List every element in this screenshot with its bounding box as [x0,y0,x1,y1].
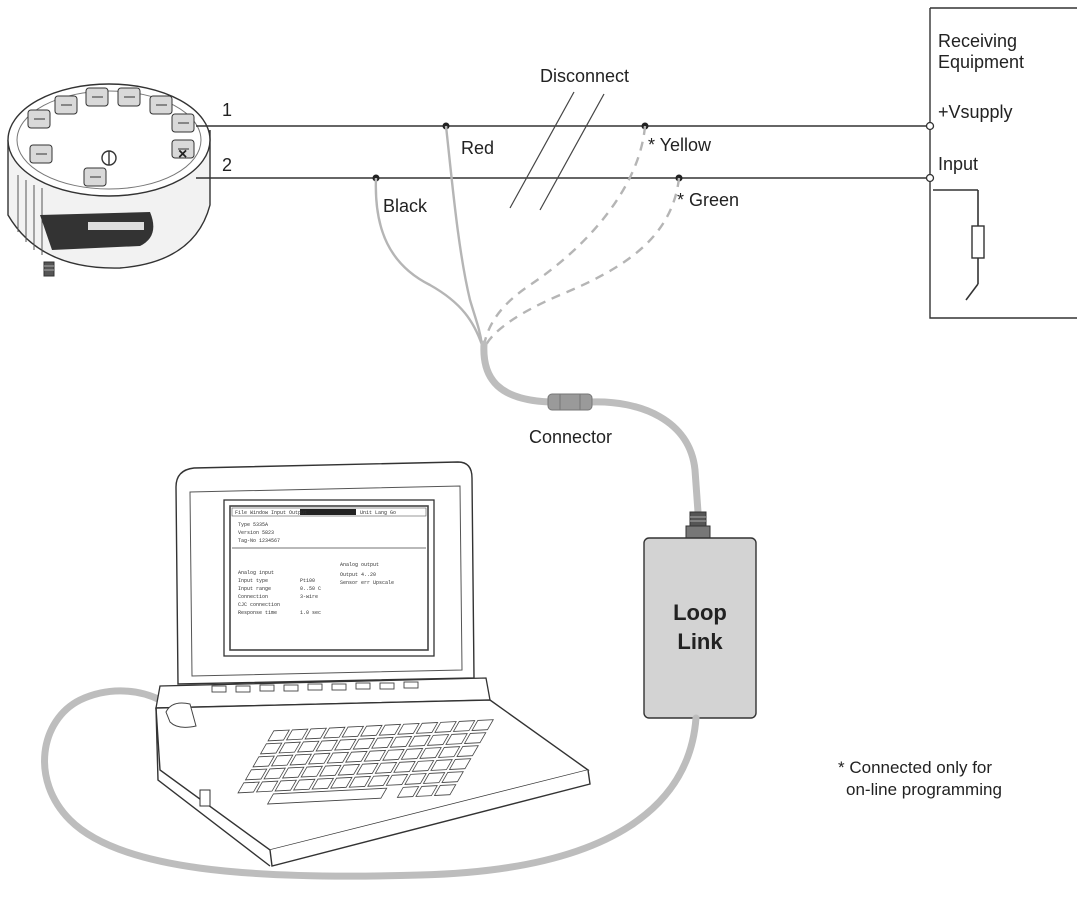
receiving-equipment-label-line2: Equipment [938,52,1024,72]
svg-text:Unit Lang Go: Unit Lang Go [360,510,396,516]
svg-text:Analog output: Analog output [340,562,379,568]
svg-text:Response time: Response time [238,610,277,616]
svg-text:Input type: Input type [238,578,268,584]
connector-icon [547,393,593,411]
junction-dots [372,122,683,182]
vsupply-label: +Vsupply [938,102,1013,122]
red-lead [444,125,484,346]
transmitter-head-icon: × [7,83,211,277]
black-lead [374,177,484,346]
svg-text:Analog input: Analog input [238,570,274,576]
receiving-equipment-label-line1: Receiving [938,31,1017,51]
laptop-icon: File Window Input Output Unit Lang Go Ty… [155,461,591,867]
svg-text:×: × [178,146,187,163]
disconnect-slash-icon [509,91,605,211]
red-label: Red [461,138,494,158]
loop-link-box [643,511,757,719]
svg-text:Pt100: Pt100 [300,578,315,584]
yellow-lead-dashed [482,125,647,346]
yellow-label: * Yellow [648,135,712,155]
svg-text:Tag-No 1234567: Tag-No 1234567 [238,538,280,544]
green-label: * Green [677,190,739,210]
terminal-1-label: 1 [222,100,232,120]
footnote-line2: on-line programming [846,780,1002,799]
svg-text:File Window Input Output: File Window Input Output [235,510,307,516]
green-lead-dashed [484,177,681,346]
terminal-2-label: 2 [222,155,232,175]
laptop-cable [41,687,700,880]
svg-text:Input range: Input range [238,586,271,592]
footnote-line1: * Connected only for [838,758,992,777]
svg-text:Type 5335A: Type 5335A [238,522,268,528]
svg-text:Connection: Connection [238,594,268,600]
connector-label: Connector [529,427,612,447]
resistor-icon [971,225,985,284]
input-label: Input [938,154,978,174]
svg-text:1.0 sec: 1.0 sec [300,610,321,616]
svg-text:3-wire: 3-wire [300,594,318,600]
programming-cable [480,340,702,516]
disconnect-label: Disconnect [540,66,629,86]
svg-text:Output 4..20: Output 4..20 [340,572,376,578]
loop-link-label-line2: Link [677,629,723,654]
ground-icon [965,283,979,301]
svg-text:CJC connection: CJC connection [238,602,280,608]
svg-text:Version 5823: Version 5823 [238,530,274,536]
black-label: Black [383,196,428,216]
receiving-equipment-box [925,7,1077,319]
svg-text:0..50 C: 0..50 C [300,586,321,592]
loop-link-label-line1: Loop [673,600,727,625]
svg-text:Sensor err Upscale: Sensor err Upscale [340,580,394,586]
